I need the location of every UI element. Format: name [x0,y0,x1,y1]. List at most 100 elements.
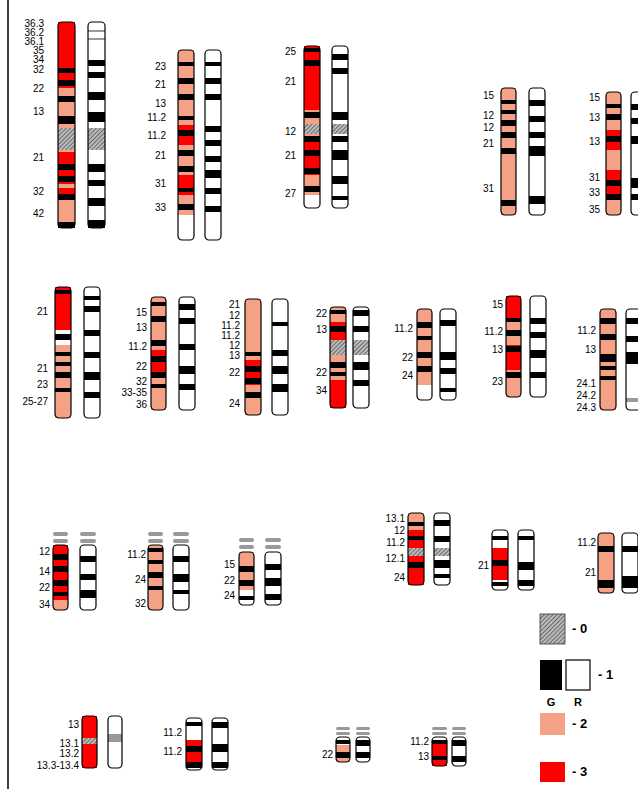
band-label: 22 [224,576,235,586]
band-label: 13 [492,345,503,355]
chromosome-part [492,536,508,540]
band-label: 11.2 [163,728,182,738]
band-label: 21 [585,568,596,578]
chromosome-part [178,188,194,192]
chromosome-part [622,533,638,593]
chromosome-part [148,539,163,543]
chromosome-part [529,88,545,215]
chromosome-part [336,737,350,762]
chromosome-part [179,318,195,324]
chromosome-part [332,68,348,74]
band-label: 22 [402,353,413,363]
band-label: 12 [285,127,296,137]
chromosome [408,513,424,585]
chromosome [178,50,194,240]
chromosome-part [173,590,189,594]
chromosome-part [353,380,369,386]
chromosome-part [88,128,105,150]
chromosome-part [148,586,163,590]
chromosome-part [332,46,348,208]
band-label: 21 [285,77,296,87]
chromosome-part [108,716,122,768]
band-label: 24.1 [577,379,596,389]
chromosome [353,307,369,408]
chromosome-part [506,296,521,320]
chromosome-part [84,372,100,380]
chromosome-part [58,22,75,88]
band-label: 15 [136,308,147,318]
chromosome-part [55,352,71,356]
chromosome-part [212,722,228,728]
chromosome-part [205,170,221,178]
chromosome [440,309,456,400]
chromosome-part [631,178,638,188]
chromosome-part [440,309,456,400]
chromosome-part [179,344,195,350]
chromosome-part [529,146,545,156]
band-label: 21 [155,151,166,161]
chromosome-part [501,110,516,114]
chromosome-part [330,310,346,314]
chromosome [239,538,254,605]
chromosome-part [432,740,447,744]
chromosome-part [82,738,97,744]
chromosome-part [245,366,261,372]
chromosome-part [151,340,166,346]
band-label: 32 [33,187,44,197]
chromosome-part [492,548,508,580]
chromosome-part [417,336,432,340]
chromosome [84,287,100,418]
chromosome-part [53,539,68,543]
legend-text: - 1 [598,668,613,682]
chromosome-part [84,330,100,336]
chromosome-part [55,290,71,294]
chromosome-part [272,384,288,392]
chromosome [600,309,616,410]
band-label: 11.2 [128,342,147,352]
chromosome-part [330,326,346,332]
chromosome-part [88,60,105,66]
chromosome-part [353,362,369,370]
chromosome-part [88,22,105,228]
chromosome-part [148,545,163,610]
band-label: 22 [229,368,240,378]
chromosome-part [356,737,370,762]
band-label: 12 [39,547,50,557]
chromosome-part [53,532,68,536]
chromosome-part [529,88,545,215]
band-label: 25-27 [22,397,48,407]
chromosome-part [178,125,194,145]
chromosome-part [178,116,194,120]
chromosome-part [600,334,616,340]
chromosome-part [205,50,221,240]
chromosome-part [530,318,546,324]
chromosome-part [356,732,370,735]
chromosome-part [622,533,638,593]
chromosome [53,532,68,610]
chromosome-part [492,560,508,566]
chromosome-part [55,388,71,392]
chromosome [151,297,166,410]
chromosome-part [330,307,346,408]
chromosome-part [332,112,348,120]
chromosome-part [336,740,350,744]
chromosome-part [530,332,546,338]
chromosome-part [332,124,348,134]
band-label: 34 [39,600,50,610]
chromosome-part [55,334,71,340]
band-label: 22 [316,309,327,319]
chromosome-part [452,740,466,746]
chromosome-part [205,126,221,132]
legend-swatch [540,762,565,782]
chromosome-part [304,112,320,118]
chromosome-part [58,80,75,86]
chromosome-part [205,94,221,100]
band-label: 32 [33,65,44,75]
chromosome-part [336,732,350,735]
chromosome-part [108,734,122,742]
chromosome-part [600,309,616,410]
chromosome-part [622,576,638,588]
chromosome-part [151,302,166,306]
chromosome-part [304,124,320,134]
chromosome-part [501,100,516,104]
